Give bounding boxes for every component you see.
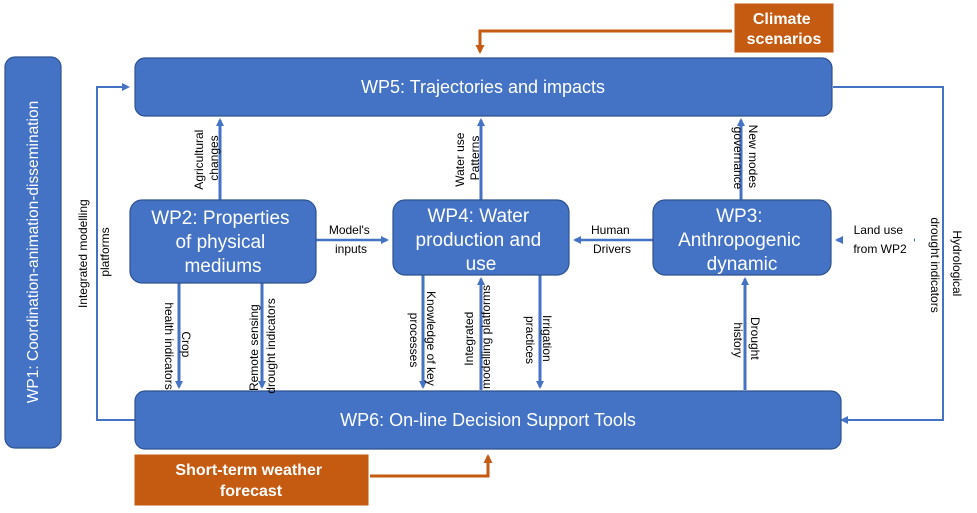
land-use-line-1: Land use	[854, 223, 904, 237]
wp4-label-line-2: production and	[416, 230, 542, 251]
irrigation-line-2: practices	[523, 316, 537, 364]
svg-text:Integrated modelling pla: Integrated modelling platforms	[462, 285, 493, 389]
climate-scenarios-label: Climate scenarios	[747, 11, 822, 48]
climate-to-wp5-arrow	[475, 29, 732, 54]
svg-text:Crop health indicators: Crop health indicators	[162, 302, 193, 389]
land-use-line-2: from WP2	[853, 242, 907, 256]
knowledge-line-1: Knowledge of key	[424, 291, 438, 386]
wp4-label-line-3: use	[466, 254, 497, 275]
wp2-label-line-2: of physical	[175, 232, 265, 253]
hydrological-label: Hydrological drought indicators	[928, 217, 964, 312]
crop-health-label: Crop health indicators	[162, 302, 193, 389]
wp5-box	[134, 57, 833, 117]
wp3-box	[652, 199, 832, 276]
wp4-label-line-1: WP4: Water	[428, 206, 530, 227]
agricultural-changes-label: Agricultural changes	[192, 126, 221, 190]
wp2-label-line-3: mediums	[184, 256, 261, 277]
svg-text:New modes governance: New modes governance	[731, 125, 760, 192]
hydrological-line-2: drought indicators	[928, 217, 942, 312]
agricultural-line-2: changes	[207, 135, 221, 180]
new-modes-line-2: governance	[731, 127, 745, 190]
human-drivers-line-1: Human	[591, 223, 630, 237]
models-inputs-line-1: Model's	[329, 223, 370, 237]
wp3-label-line-2: Anthropogenic	[678, 230, 801, 251]
wp1-label: WP1: Coordination-animation-disseminatio…	[25, 101, 42, 403]
knowledge-line-2: processes	[407, 313, 421, 368]
water-use-line-1: Water use	[453, 132, 467, 187]
integrated-left-line-1: Integrated modelling	[76, 199, 90, 308]
models-inputs-label: Model's inputs	[329, 223, 373, 256]
wp6-box	[134, 390, 842, 450]
weather-label-line-1: Short-term weather	[175, 462, 322, 479]
new-modes-governance-label: New modes governance	[731, 125, 760, 192]
svg-text:Drought history: Drought history	[731, 317, 762, 363]
wp1-box	[4, 56, 62, 449]
wp5-to-wp6-right-loop	[833, 86, 944, 424]
integrated-mid-line-1: Integrated	[462, 312, 476, 366]
integrated-mid-line-2: modelling platforms	[479, 285, 493, 389]
wp3-label-line-3: dynamic	[707, 254, 778, 275]
human-drivers-label: Human Drivers	[591, 223, 633, 256]
weather-to-wp6-arrow	[370, 454, 493, 478]
wp2-label-line-1: WP2: Properties	[151, 208, 289, 229]
knowledge-label: Knowledge of key processes	[407, 291, 438, 389]
wp2-box	[129, 199, 317, 284]
remote-sensing-line-1: Remote sensing	[247, 304, 261, 391]
integrated-platforms-left-label: Integrated modelling platforms	[76, 196, 112, 308]
landuse-label-bg	[848, 222, 914, 258]
drought-history-line-2: history	[731, 322, 745, 357]
human-drivers-line-2: Drivers	[593, 242, 631, 256]
svg-text:Remote sensing drought i: Remote sensing drought indicators	[247, 298, 278, 393]
svg-text:Water use Patterns: Water use Patterns	[453, 129, 482, 187]
wp2-label: WP2: Properties of physical mediums	[151, 208, 295, 277]
weather-label-line-2: forecast	[220, 483, 283, 500]
models-inputs-line-2: inputs	[335, 242, 367, 256]
wp6-to-wp5-left-loop	[96, 83, 135, 421]
land-use-label: Land use from WP2	[853, 223, 907, 256]
svg-text:Integrated modelling pla: Integrated modelling platforms	[76, 196, 112, 308]
water-use-line-2: Patterns	[468, 136, 482, 181]
drought-history-line-1: Drought	[748, 317, 762, 360]
agricultural-line-1: Agricultural	[192, 130, 206, 190]
remote-sensing-label: Remote sensing drought indicators	[247, 298, 278, 393]
wp4-label: WP4: Water production and use	[416, 206, 547, 275]
drought-history-label: Drought history	[731, 317, 762, 363]
wp4-box	[392, 199, 570, 276]
hydrological-line-1: Hydrological	[950, 230, 964, 296]
wp3-label-line-1: WP3:	[716, 206, 762, 227]
crop-health-line-2: health indicators	[162, 302, 176, 389]
climate-label-line-1: Climate	[753, 11, 811, 28]
integrated-left-line-2: platforms	[98, 227, 112, 276]
irrigation-line-1: Irrigation	[540, 315, 554, 362]
crop-health-line-1: Crop	[179, 331, 193, 357]
wp6-label: WP6: On-line Decision Support Tools	[340, 410, 636, 430]
svg-text:Agricultural changes: Agricultural changes	[192, 126, 221, 189]
climate-label-line-2: scenarios	[747, 31, 822, 48]
svg-text:Irrigation practices: Irrigation practices	[523, 315, 554, 365]
integrated-platforms-mid-label: Integrated modelling platforms	[462, 285, 493, 389]
water-use-patterns-label: Water use Patterns	[453, 129, 482, 187]
new-modes-line-1: New modes	[746, 125, 760, 188]
wp5-label: WP5: Trajectories and impacts	[361, 77, 605, 97]
remote-sensing-line-2: drought indicators	[264, 298, 278, 393]
weather-forecast-box	[134, 454, 369, 506]
wp3-label: WP3: Anthropogenic dynamic	[678, 206, 806, 275]
weather-forecast-label: Short-term weather forecast	[175, 462, 326, 500]
irrigation-label: Irrigation practices	[523, 315, 554, 365]
svg-text:Knowledge of key process: Knowledge of key processes	[407, 291, 438, 389]
climate-scenarios-box	[734, 3, 834, 53]
svg-text:Hydrological drought ind: Hydrological drought indicators	[928, 217, 964, 312]
